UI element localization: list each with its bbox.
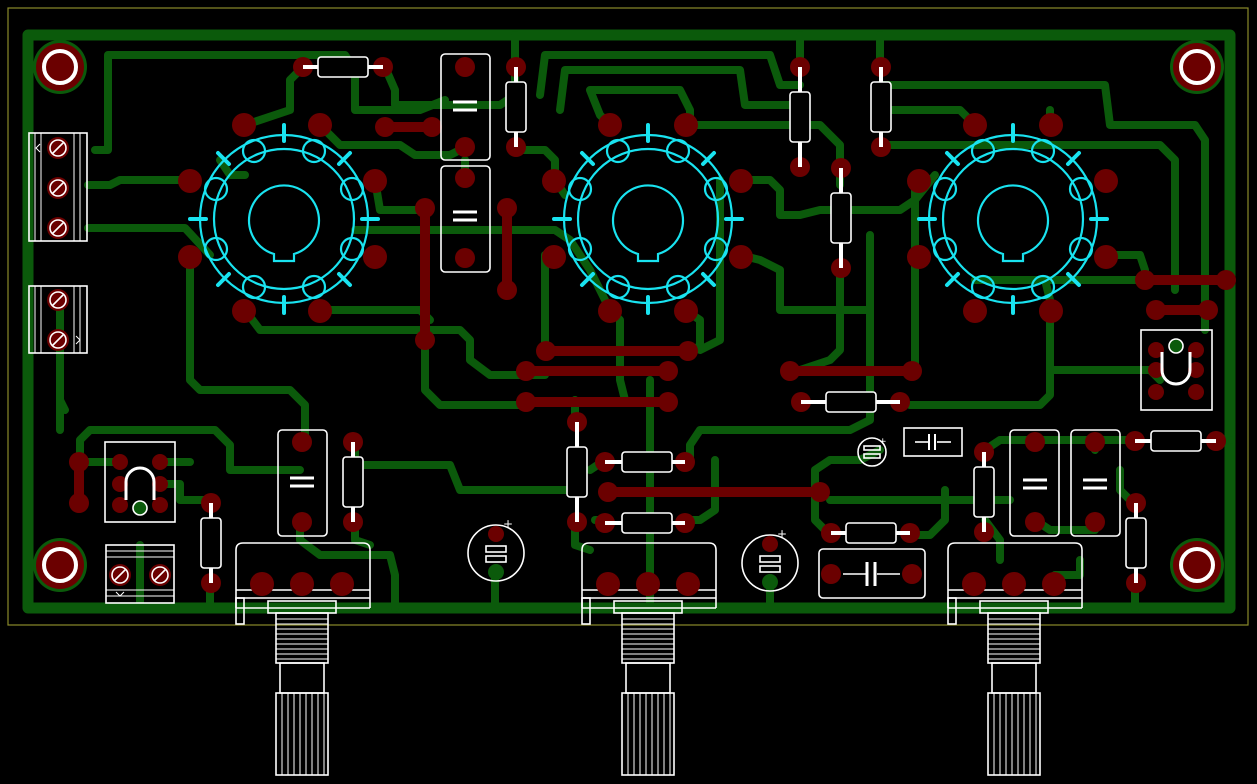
mounting-holes	[33, 40, 1224, 592]
ground-ring-track	[22, 29, 1236, 614]
resistor-r14	[973, 442, 995, 542]
electrolytic-cap-e1: +	[467, 517, 525, 582]
terminal-block-2pin-left	[28, 285, 88, 354]
board-outline	[7, 7, 1249, 626]
resistor-r10	[830, 158, 852, 278]
polarity-mark: +	[777, 527, 787, 541]
toggle-switch-right	[1140, 329, 1213, 411]
capacitor-c3	[277, 429, 328, 537]
mounting-hole-top-right	[1170, 40, 1224, 94]
mounting-hole-bottom-right	[1170, 538, 1224, 592]
resistor-r11	[342, 432, 364, 532]
mounting-hole-top-left	[33, 40, 87, 94]
capacitor-c4	[1009, 429, 1060, 537]
tube-socket-left	[178, 113, 387, 323]
resistor-r6	[1125, 430, 1226, 452]
resistor-r8	[789, 57, 811, 177]
mounting-hole-bottom-left	[33, 538, 87, 592]
toggle-switch-left	[104, 441, 176, 523]
resistor-r4	[595, 512, 695, 534]
resistor-r5	[821, 522, 920, 544]
polarity-mark: +	[879, 437, 887, 447]
electrolytic-cap-e2: +	[741, 527, 799, 592]
capacitor-c2	[440, 165, 491, 273]
resistor-r15	[1125, 493, 1147, 593]
tube-socket-right	[907, 113, 1118, 323]
resistor-r12	[200, 493, 222, 593]
capacitor-c5	[1070, 429, 1121, 537]
potentiometer-left	[235, 542, 371, 776]
resistor-r3	[595, 451, 695, 473]
capacitors-film	[277, 53, 1121, 599]
jumper-pads	[69, 117, 1236, 513]
terminal-block-3pin	[28, 132, 88, 242]
polarity-mark: +	[503, 517, 513, 531]
tube-socket-center	[542, 113, 753, 323]
resistor-r13	[566, 412, 588, 532]
capacitors-electrolytic: + + +	[467, 437, 887, 592]
resistors	[200, 56, 1226, 593]
resistor-r2	[791, 391, 910, 413]
jumper-wires	[74, 122, 1231, 508]
resistor-r1	[293, 56, 393, 78]
capacitor-c7-small	[903, 427, 963, 457]
terminal-block-2pin-bottom	[105, 544, 175, 604]
capacitor-c6-horizontal	[818, 548, 926, 599]
potentiometer-right	[947, 542, 1083, 776]
resistor-r9	[870, 57, 892, 157]
potentiometer-center	[581, 542, 717, 776]
capacitor-c1	[440, 53, 491, 161]
resistor-r7	[505, 57, 527, 157]
electrolytic-cap-e3: +	[857, 437, 887, 467]
